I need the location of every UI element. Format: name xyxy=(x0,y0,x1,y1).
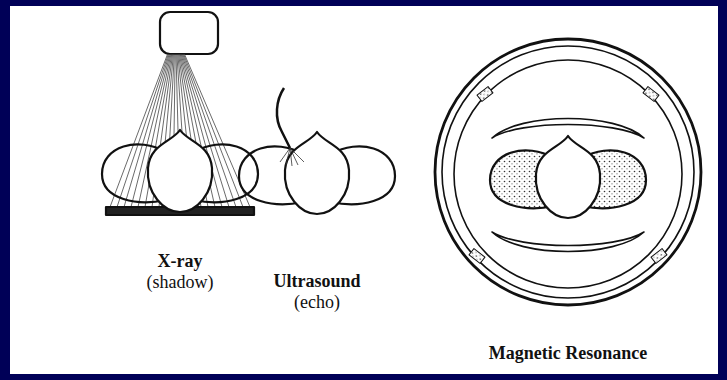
modality-principle: (echo) xyxy=(294,293,340,313)
body-section xyxy=(102,130,258,212)
gradient-coil xyxy=(492,232,644,252)
modality-name: Magnetic Resonance xyxy=(489,344,647,364)
ultrasound-beam xyxy=(280,148,304,166)
transducer-cable xyxy=(277,88,290,148)
modality-principle: (shadow) xyxy=(147,273,214,293)
rf-coil xyxy=(469,87,667,264)
magnet-bore xyxy=(454,60,682,288)
modality-name: X-ray xyxy=(158,252,203,272)
magnet-bore xyxy=(442,46,694,298)
modality-name: Ultrasound xyxy=(273,272,360,292)
body-section xyxy=(490,136,646,218)
body-section xyxy=(239,132,395,214)
magnet-bore xyxy=(435,39,701,305)
xray-source xyxy=(160,12,218,54)
